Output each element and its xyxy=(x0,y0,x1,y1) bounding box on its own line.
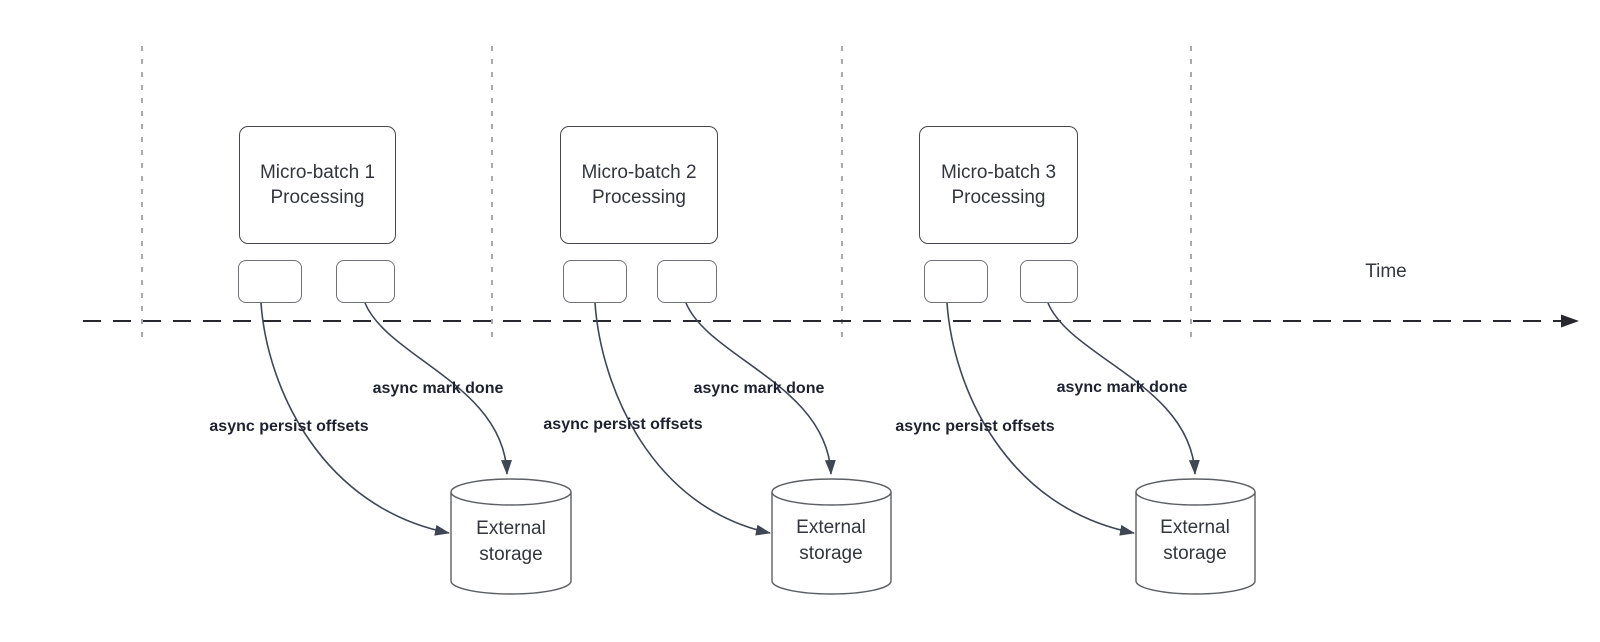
micro-batch-1-box: Micro-batch 1 Processing xyxy=(239,126,396,244)
batch-3-done-task-box xyxy=(1020,260,1078,303)
persist-offsets-arrow-2 xyxy=(594,302,771,536)
external-storage-label-2: External storage xyxy=(796,517,866,564)
storage-cylinder-3 xyxy=(1135,478,1256,595)
mark-done-arrow-3 xyxy=(1047,302,1200,475)
persist-offsets-label-1: async persist offsets xyxy=(209,418,369,435)
async-flow-arrows-batch-3 xyxy=(946,302,1200,536)
mark-done-label-2: async mark done xyxy=(693,380,825,397)
batch-3-offset-task-box xyxy=(924,260,988,303)
mark-done-label-1: async mark done xyxy=(372,380,504,397)
persist-offsets-arrow-3 xyxy=(946,302,1135,536)
mark-done-label-3: async mark done xyxy=(1056,379,1188,396)
persist-offsets-label-3: async persist offsets xyxy=(895,418,1055,435)
async-flow-arrows-batch-2 xyxy=(594,302,836,536)
persist-offsets-arrow-1 xyxy=(260,302,450,536)
batch-1-done-task-box xyxy=(336,260,395,303)
external-storage-label-1: External storage xyxy=(476,518,546,565)
batch-2-offset-task-box xyxy=(563,260,627,303)
batch-boundary-guides xyxy=(141,46,1192,340)
async-flow-arrows-batch-1 xyxy=(260,302,513,536)
mark-done-arrow-1 xyxy=(364,302,513,475)
persist-offsets-label-2: async persist offsets xyxy=(543,416,703,433)
batch-2-done-task-box xyxy=(657,260,717,303)
mark-done-arrow-2 xyxy=(685,302,836,475)
time-axis-label: Time xyxy=(1365,261,1407,282)
batch-1-offset-task-box xyxy=(238,260,302,303)
micro-batch-2-box: Micro-batch 2 Processing xyxy=(560,126,718,244)
micro-batch-3-box: Micro-batch 3 Processing xyxy=(919,126,1078,244)
external-storage-label-3: External storage xyxy=(1160,517,1230,564)
storage-cylinder-1 xyxy=(450,478,572,595)
storage-cylinder-2 xyxy=(771,478,892,595)
